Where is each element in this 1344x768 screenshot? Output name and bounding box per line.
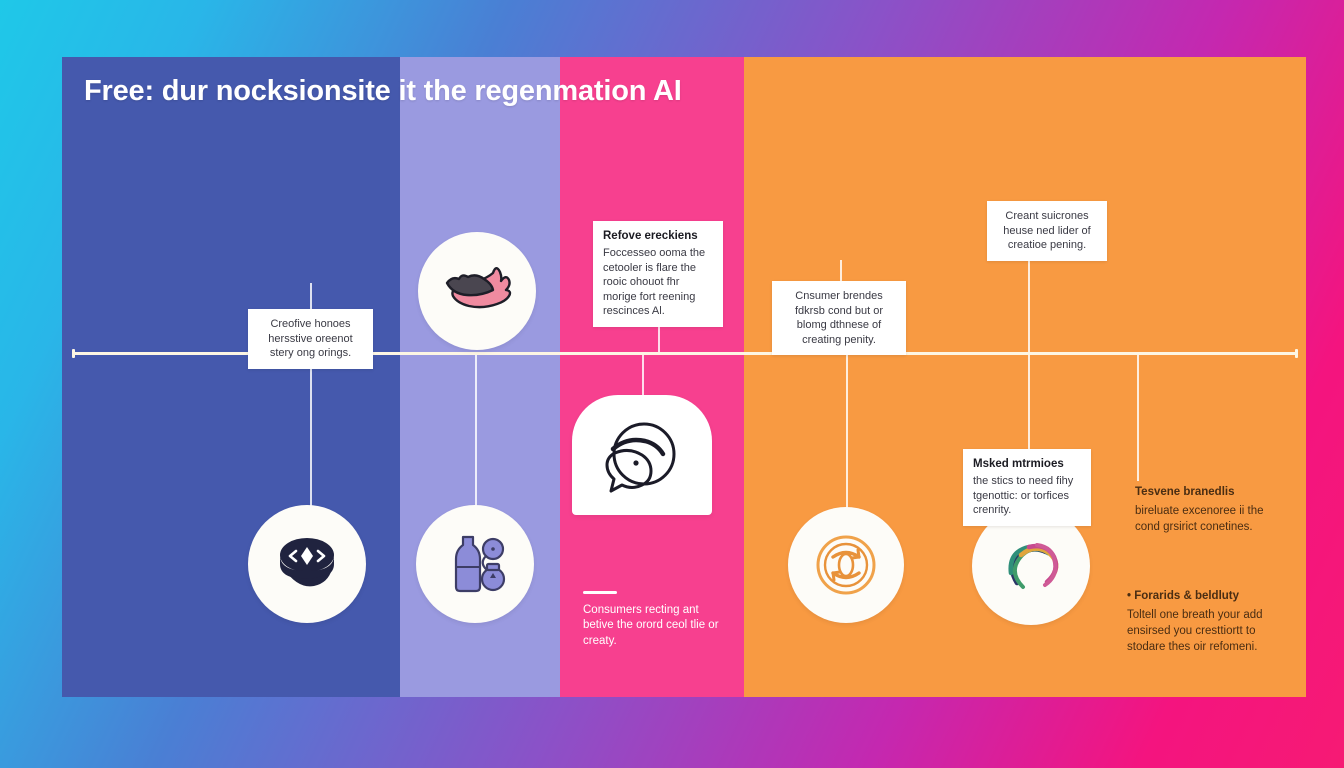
callout-msked[interactable]: Msked mtrmioes the stics to need fihy tg… (963, 449, 1091, 526)
text-body: Toltell one breath your add ensirsed you… (1127, 608, 1263, 653)
text-title-label: Forarids & beldluty (1134, 590, 1240, 602)
bullet-glyph: • (1127, 590, 1132, 602)
icon-cycle-circle[interactable] (788, 507, 904, 623)
callout-refove[interactable]: Refove ereckiens Foccesseo ooma the ceto… (593, 221, 723, 327)
text-title: Tesvene branedlis (1135, 486, 1235, 498)
callout-title: Refove ereckiens (603, 230, 698, 242)
connector-msked (1028, 355, 1030, 451)
callout-body: Cnsumer brendes fdkrsb cond but or blomg… (794, 290, 884, 346)
infographic-canvas: Free: dur nocksionsite it the regenmatio… (62, 57, 1306, 697)
connector-trends-up (840, 260, 842, 282)
callout-body: Foccesseo ooma the cetooler is flare the… (603, 247, 706, 318)
callout-consumer-trends[interactable]: Cnsumer brendes fdkrsb cond but or blomg… (772, 281, 906, 356)
text-title: • Forarids & beldluty (1127, 589, 1277, 605)
column-pink (560, 57, 744, 697)
icon-bottle-circle[interactable] (416, 505, 534, 623)
bird-creature-icon (445, 267, 512, 309)
connector-creative (310, 283, 312, 311)
text-body: Consumers recting ant betive the orord c… (583, 603, 719, 648)
connector-bottle (475, 353, 477, 509)
callout-body: Creofive honoes hersstive oreenot stery … (268, 318, 353, 360)
page-title: Free: dur nocksionsite it the regenmatio… (84, 75, 682, 107)
multicolor-loop-icon (1008, 543, 1059, 589)
connector-code (310, 364, 312, 508)
connector-cycle (846, 355, 848, 509)
text-forarids: • Forarids & beldluty Toltell one breath… (1127, 589, 1277, 655)
recycle-arrows-icon (816, 535, 876, 595)
callout-body: the stics to need fihy tgenottic: or tor… (973, 475, 1074, 517)
text-consumers: Consumers recting ant betive the orord c… (583, 591, 728, 650)
connector-chat (642, 355, 644, 399)
callout-creative[interactable]: Creofive honoes hersstive oreenot stery … (248, 309, 373, 369)
chat-face-icon (605, 422, 676, 493)
icon-code-circle[interactable] (248, 505, 366, 623)
accent-dash (583, 591, 617, 594)
icon-chat-arch[interactable] (572, 395, 712, 515)
connector-tesvene (1137, 355, 1139, 481)
callout-creant[interactable]: Creant suicrones heuse ned lider of crea… (987, 201, 1107, 261)
timeline-axis (72, 349, 1298, 358)
icon-bird-circle[interactable] (418, 232, 536, 350)
connector-creant (1028, 258, 1030, 354)
text-body: bireluate excenoree ii the cond grsirict… (1135, 504, 1264, 533)
text-tesvene: Tesvene branedlis bireluate excenoree ii… (1135, 485, 1275, 536)
bottle-flask-icon (454, 535, 506, 593)
icon-loop-circle[interactable] (972, 507, 1090, 625)
code-brackets-icon (280, 538, 334, 587)
callout-body: Creant suicrones heuse ned lider of crea… (1003, 210, 1091, 252)
callout-title: Msked mtrmioes (973, 458, 1064, 470)
